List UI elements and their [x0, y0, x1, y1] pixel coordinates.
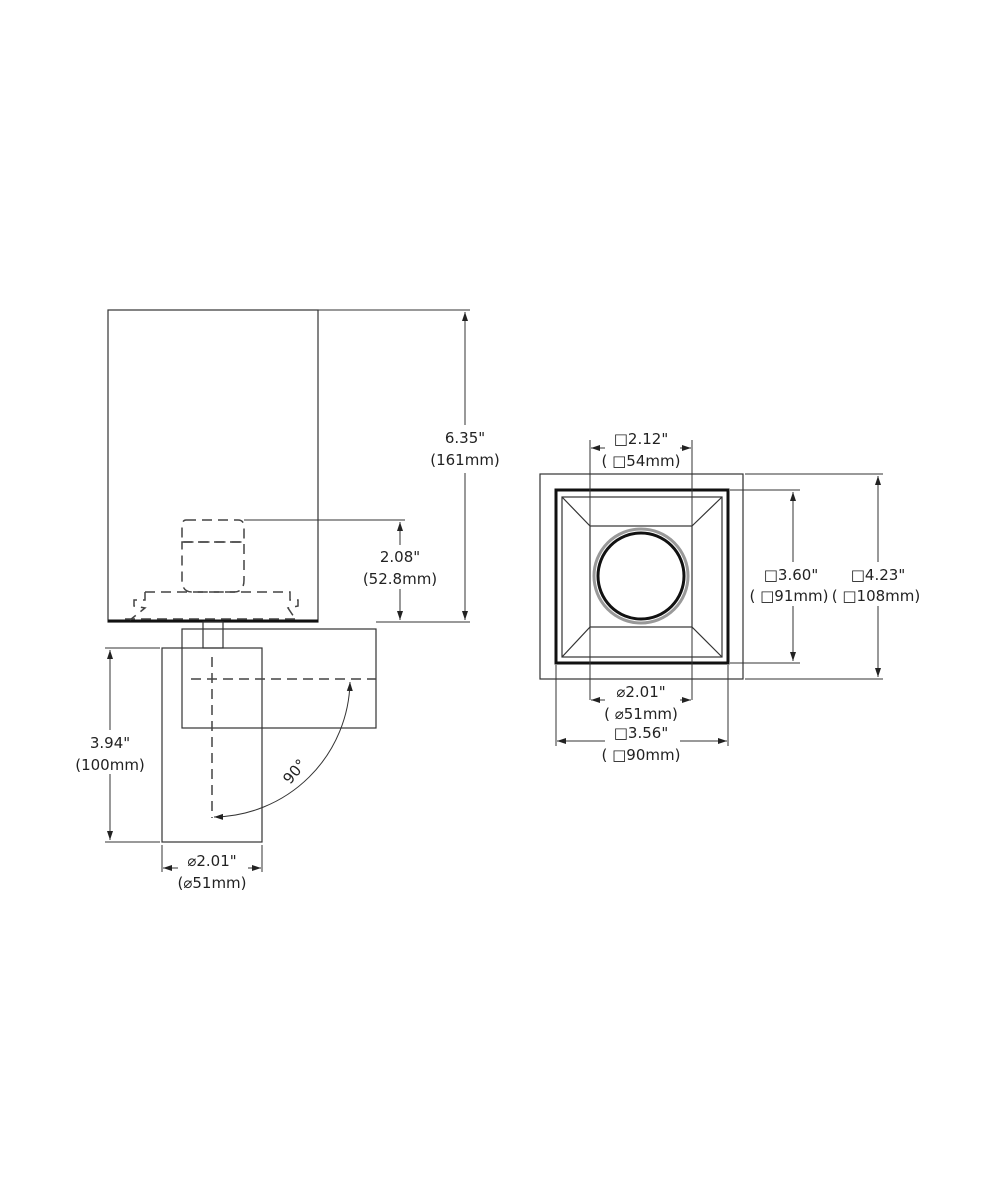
- head-height-mm: (100mm): [75, 756, 145, 774]
- head-diameter-mm: (⌀51mm): [177, 874, 246, 892]
- height-trim-mm: (52.8mm): [363, 570, 437, 588]
- aperture-in: □2.12": [614, 430, 668, 448]
- aperture-mm: ( □54mm): [602, 452, 681, 470]
- rotation-arc: [213, 681, 353, 820]
- trim-width-mm: ( □90mm): [602, 746, 681, 764]
- height-total-mm: (161mm): [430, 451, 500, 469]
- outer-flange: [539, 473, 744, 680]
- housing-body: [107, 309, 319, 623]
- trim-square: [554, 488, 730, 665]
- head-diameter-in: ⌀2.01": [187, 852, 236, 870]
- inner-square-in: □3.60": [764, 566, 818, 584]
- outer-square-in: □4.23": [851, 566, 905, 584]
- lens-diameter-in: ⌀2.01": [616, 683, 665, 701]
- rotation-label: 90°: [279, 756, 310, 788]
- stem: [202, 621, 224, 649]
- lens-diameter-mm: ( ⌀51mm): [604, 705, 678, 723]
- aperture-square: [589, 525, 693, 628]
- head-height-in: 3.94": [90, 734, 130, 752]
- front-view: □2.12" ( □54mm) □3.60" ( □91mm) □4.23" (…: [539, 430, 924, 764]
- inner-square-mm: ( □91mm): [750, 587, 829, 605]
- side-view: 90° 6.35" (161mm) 2.08" (52.8mm) 3.94" (…: [70, 309, 508, 892]
- height-total-in: 6.35": [445, 429, 485, 447]
- outer-square-mm: ( □108mm): [832, 587, 921, 605]
- trim-hidden-outline: [125, 519, 300, 621]
- trim-width-in: □3.56": [614, 724, 668, 742]
- height-trim-in: 2.08": [380, 548, 420, 566]
- lens: [592, 527, 690, 625]
